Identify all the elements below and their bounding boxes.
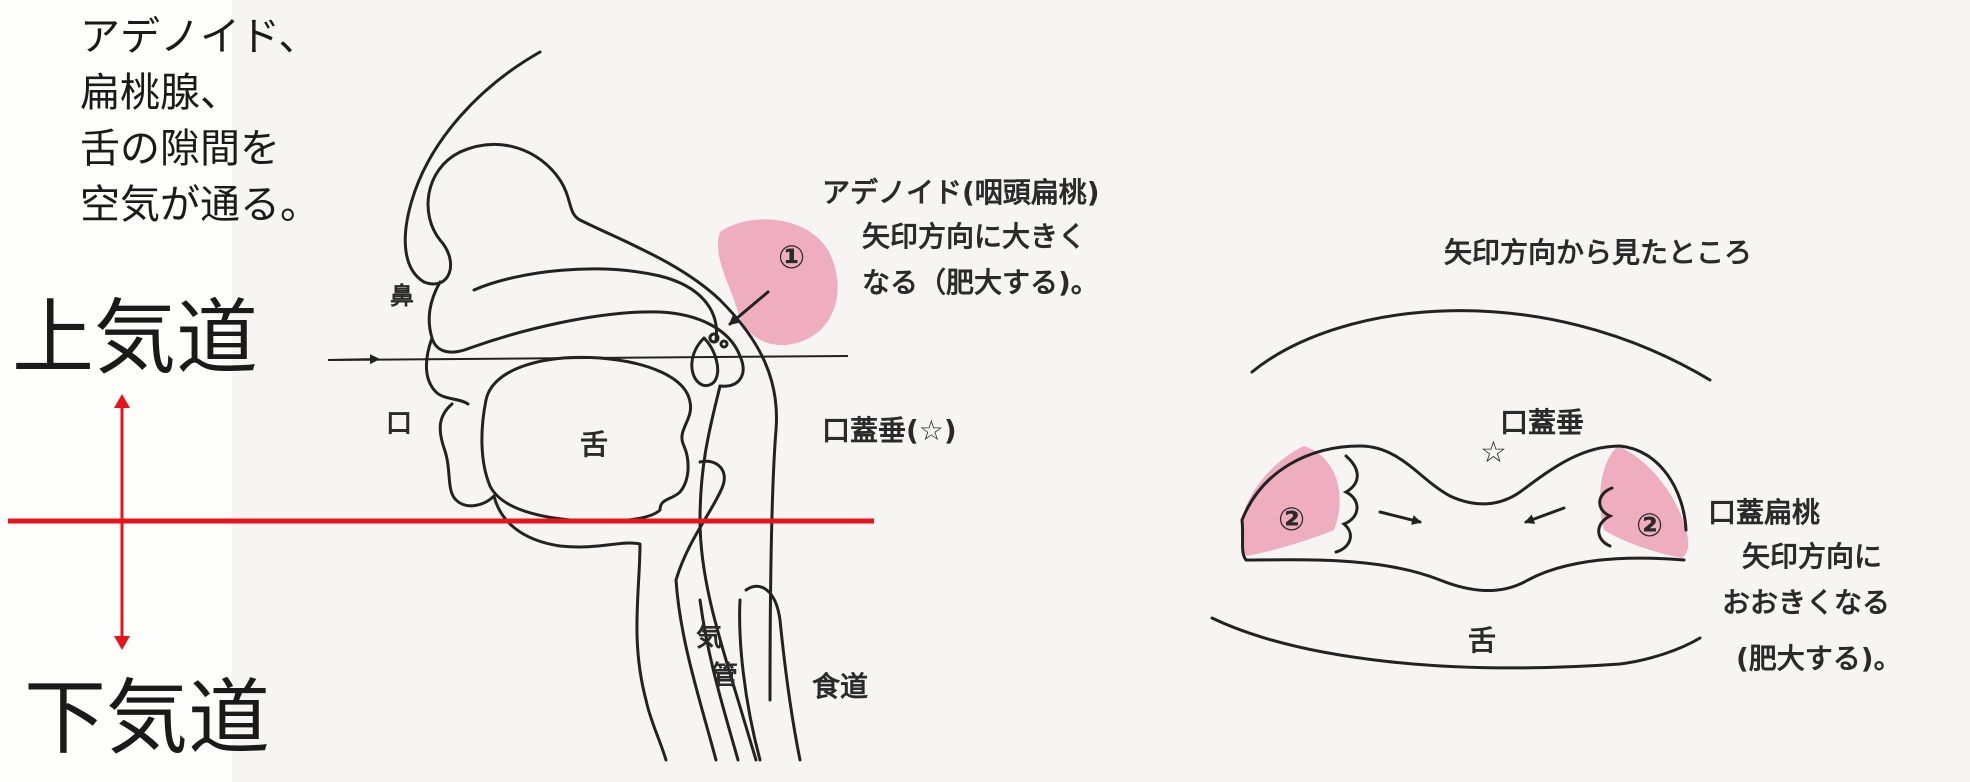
chin-neck [494,496,666,760]
nasal-passage [429,282,743,386]
lower-lip [440,404,494,506]
tonsil-note-1: 矢印方向に [1742,540,1882,573]
nose-label: 鼻 [390,282,414,310]
mouth-label: 口 [386,409,412,439]
trachea-label-1: 気 [696,622,722,653]
upper-airway-label: 上気道 [12,291,258,386]
palate [474,269,717,340]
adenoid-title: アデノイド(咽頭扁桃) [822,176,1100,209]
esophagus-label: 食道 [812,670,868,703]
adenoid-note-2: なる（肥大する)。 [862,266,1099,299]
marker-1: ① [778,238,805,276]
intro-line-4: 空気が通る。 [80,182,320,228]
sagittal-section [405,52,837,760]
lower-arch [1212,618,1700,668]
front-tongue-label: 舌 [1468,624,1496,657]
tonsil-note-2: おおきくなる [1722,586,1890,619]
intro-line-2: 扁桃腺、 [80,70,240,116]
uvula-label: 口蓋垂(☆) [822,414,957,447]
arrowhead-down [114,636,130,650]
front-view [1212,311,1710,668]
upper-arch [1252,311,1710,380]
uvula-shape [692,338,718,386]
trachea-label-2: 管 [712,661,738,691]
airflow-arrow [330,359,378,360]
tonsil-title: 口蓋扁桃 [1708,496,1820,529]
right-marker-2: ② [1636,506,1663,544]
left-marker-2: ② [1278,500,1305,538]
lower-airway-label: 下気道 [24,671,270,766]
intro-line-1: アデノイド、 [80,14,318,60]
left-tonsil-arrow [1380,512,1420,522]
front-view-title: 矢印方向から見たところ [1444,236,1752,269]
adenoid-note-1: 矢印方向に大きく [862,220,1086,253]
adenoid-texture [710,334,718,342]
right-tonsil-arrow [1526,508,1564,522]
skull-outline [405,52,540,282]
nasal-cavity-upper [424,144,777,700]
adenoid-texture [721,341,727,347]
tonsil-note-3: (肥大する)。 [1736,642,1902,675]
arrowhead-up [114,394,130,408]
tongue-label: 舌 [580,428,608,461]
intro-line-3: 舌の隙間を [80,126,280,172]
front-uvula-label: 口蓋垂 [1500,406,1584,439]
star-icon: ☆ [1480,435,1507,470]
upper-lip [426,338,468,404]
